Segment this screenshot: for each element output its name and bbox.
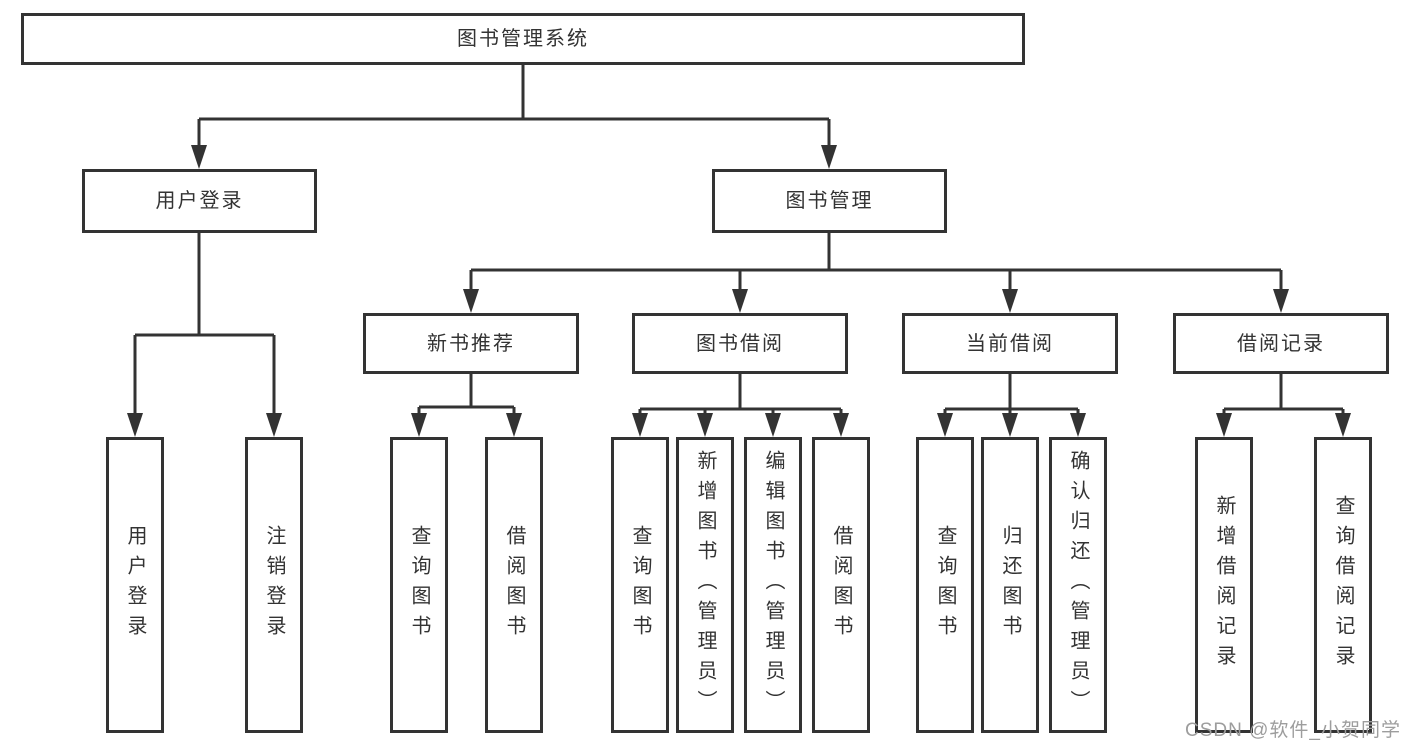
arrowhead — [833, 413, 849, 437]
node-leaf-query-books-borrow: 查询图书 — [611, 437, 669, 733]
node-leaf-confirm-return-admin: 确认归还（管理员） — [1049, 437, 1107, 733]
arrowhead — [191, 145, 207, 169]
arrowhead — [632, 413, 648, 437]
node-library-system: 图书管理系统 — [21, 13, 1025, 65]
arrowhead — [266, 413, 282, 437]
node-leaf-query-books-recommend: 查询图书 — [390, 437, 448, 733]
node-leaf-query-borrow-record: 查询借阅记录 — [1314, 437, 1372, 733]
node-borrow-records: 借阅记录 — [1173, 313, 1389, 374]
arrowhead — [1002, 413, 1018, 437]
node-user-login: 用户登录 — [82, 169, 317, 233]
arrowhead — [1216, 413, 1232, 437]
arrowhead — [821, 145, 837, 169]
arrowhead — [411, 413, 427, 437]
arrowhead — [765, 413, 781, 437]
arrowhead — [127, 413, 143, 437]
node-book-borrow: 图书借阅 — [632, 313, 848, 374]
arrowhead — [506, 413, 522, 437]
arrowhead — [732, 289, 748, 313]
node-leaf-add-book-admin: 新增图书（管理员） — [676, 437, 734, 733]
node-book-management: 图书管理 — [712, 169, 947, 233]
arrowhead — [1002, 289, 1018, 313]
arrowhead — [1273, 289, 1289, 313]
arrowhead — [937, 413, 953, 437]
watermark: CSDN @软件_小贺同学 — [1185, 720, 1401, 741]
arrowhead — [697, 413, 713, 437]
arrowhead — [463, 289, 479, 313]
node-leaf-add-borrow-record: 新增借阅记录 — [1195, 437, 1253, 733]
node-leaf-return-book: 归还图书 — [981, 437, 1039, 733]
node-leaf-borrow-books-recommend: 借阅图书 — [485, 437, 543, 733]
node-leaf-query-books-current: 查询图书 — [916, 437, 974, 733]
node-leaf-borrow-books: 借阅图书 — [812, 437, 870, 733]
node-leaf-logout: 注销登录 — [245, 437, 303, 733]
arrowhead — [1335, 413, 1351, 437]
node-current-borrow: 当前借阅 — [902, 313, 1118, 374]
node-new-book-recommend: 新书推荐 — [363, 313, 579, 374]
node-leaf-edit-book-admin: 编辑图书（管理员） — [744, 437, 802, 733]
arrowhead — [1070, 413, 1086, 437]
node-leaf-user-login: 用户登录 — [106, 437, 164, 733]
